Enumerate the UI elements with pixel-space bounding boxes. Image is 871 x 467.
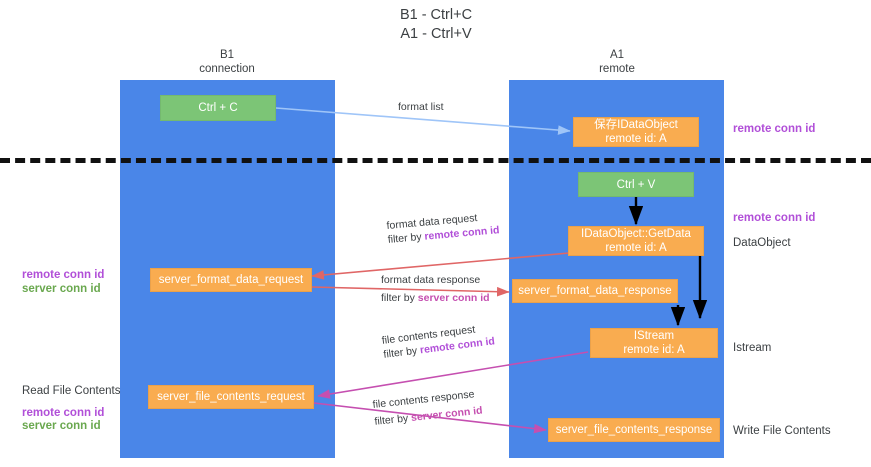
edge-label-file-contents-response-prefix: filter by [373,412,412,428]
node-server-format-data-response-label: server_format_data_response [518,285,672,297]
node-idataobject-getdata-label: IDataObject::GetData [581,228,691,240]
node-server-format-data-request[interactable]: server_format_data_request [150,268,312,292]
right-label-write-file-contents: Write File Contents [733,425,831,437]
edge-label-format-data-response: format data response filter by server co… [381,273,490,305]
node-istream[interactable]: IStream remote id: A [590,328,718,358]
node-ctrl-v[interactable]: Ctrl + V [578,172,694,197]
edge-label-format-list-text: format list [398,101,444,113]
connector-format-data-request [311,252,570,280]
column-header-a1-name: A1 [609,49,625,61]
node-idataobject-getdata-sub: remote id: A [605,242,667,254]
left-label-remote-conn-id-mid: remote conn id [22,269,105,281]
node-save-idataobject-label: 保存IDataObject [594,119,678,131]
right-label-remote-conn-id-top: remote conn id [733,123,816,135]
right-label-istream: Istream [733,342,772,354]
node-istream-label: IStream [633,330,675,342]
connector-file-contents-response [313,402,547,434]
node-save-idataobject[interactable]: 保存IDataObject remote id: A [573,117,699,147]
column-header-b1-name: B1 [219,49,235,61]
left-label-server-conn-id-mid: server conn id [22,283,101,295]
node-server-format-data-response[interactable]: server_format_data_response [512,279,678,303]
node-server-file-contents-response-label: server_file_contents_response [555,424,713,436]
node-server-file-contents-request[interactable]: server_file_contents_request [148,385,314,409]
node-ctrl-c[interactable]: Ctrl + C [160,95,276,121]
edge-label-format-data-response-key: server conn id [417,292,490,304]
node-ctrl-v-label: Ctrl + V [616,178,656,191]
node-save-idataobject-sub: remote id: A [605,133,667,145]
node-idataobject-getdata[interactable]: IDataObject::GetData remote id: A [568,226,704,256]
edge-label-format-data-response-line2: filter by server conn id [381,291,490,305]
edge-label-format-data-response-prefix: filter by [381,292,418,304]
edge-label-format-data-request-prefix: filter by [387,230,425,246]
column-header-b1-role: connection [199,63,255,75]
node-ctrl-c-label: Ctrl + C [198,102,238,114]
connector-format-data-response [311,286,510,297]
node-server-file-contents-response[interactable]: server_file_contents_response [548,418,720,442]
node-server-file-contents-request-label: server_file_contents_request [157,391,305,403]
left-label-read-file-contents: Read File Contents [22,385,121,397]
node-server-format-data-request-label: server_format_data_request [158,274,304,286]
right-label-dataobject: DataObject [733,237,791,249]
connector-format-list [275,107,571,135]
section-divider [0,158,871,163]
left-label-remote-conn-id-bottom: remote conn id [22,407,105,419]
right-label-remote-conn-id-mid: remote conn id [733,212,816,224]
page-title-line2: A1 - Ctrl+V [400,26,472,42]
connector-file-contents-request [317,351,589,399]
edge-label-format-data-response-line1: format data response [381,274,481,286]
edge-label-format-list: format list [398,100,444,114]
page-title-line1: B1 - Ctrl+C [399,7,473,23]
left-label-server-conn-id-bottom: server conn id [22,420,101,432]
node-istream-sub: remote id: A [623,344,685,356]
column-header-a1-role: remote [599,63,635,75]
